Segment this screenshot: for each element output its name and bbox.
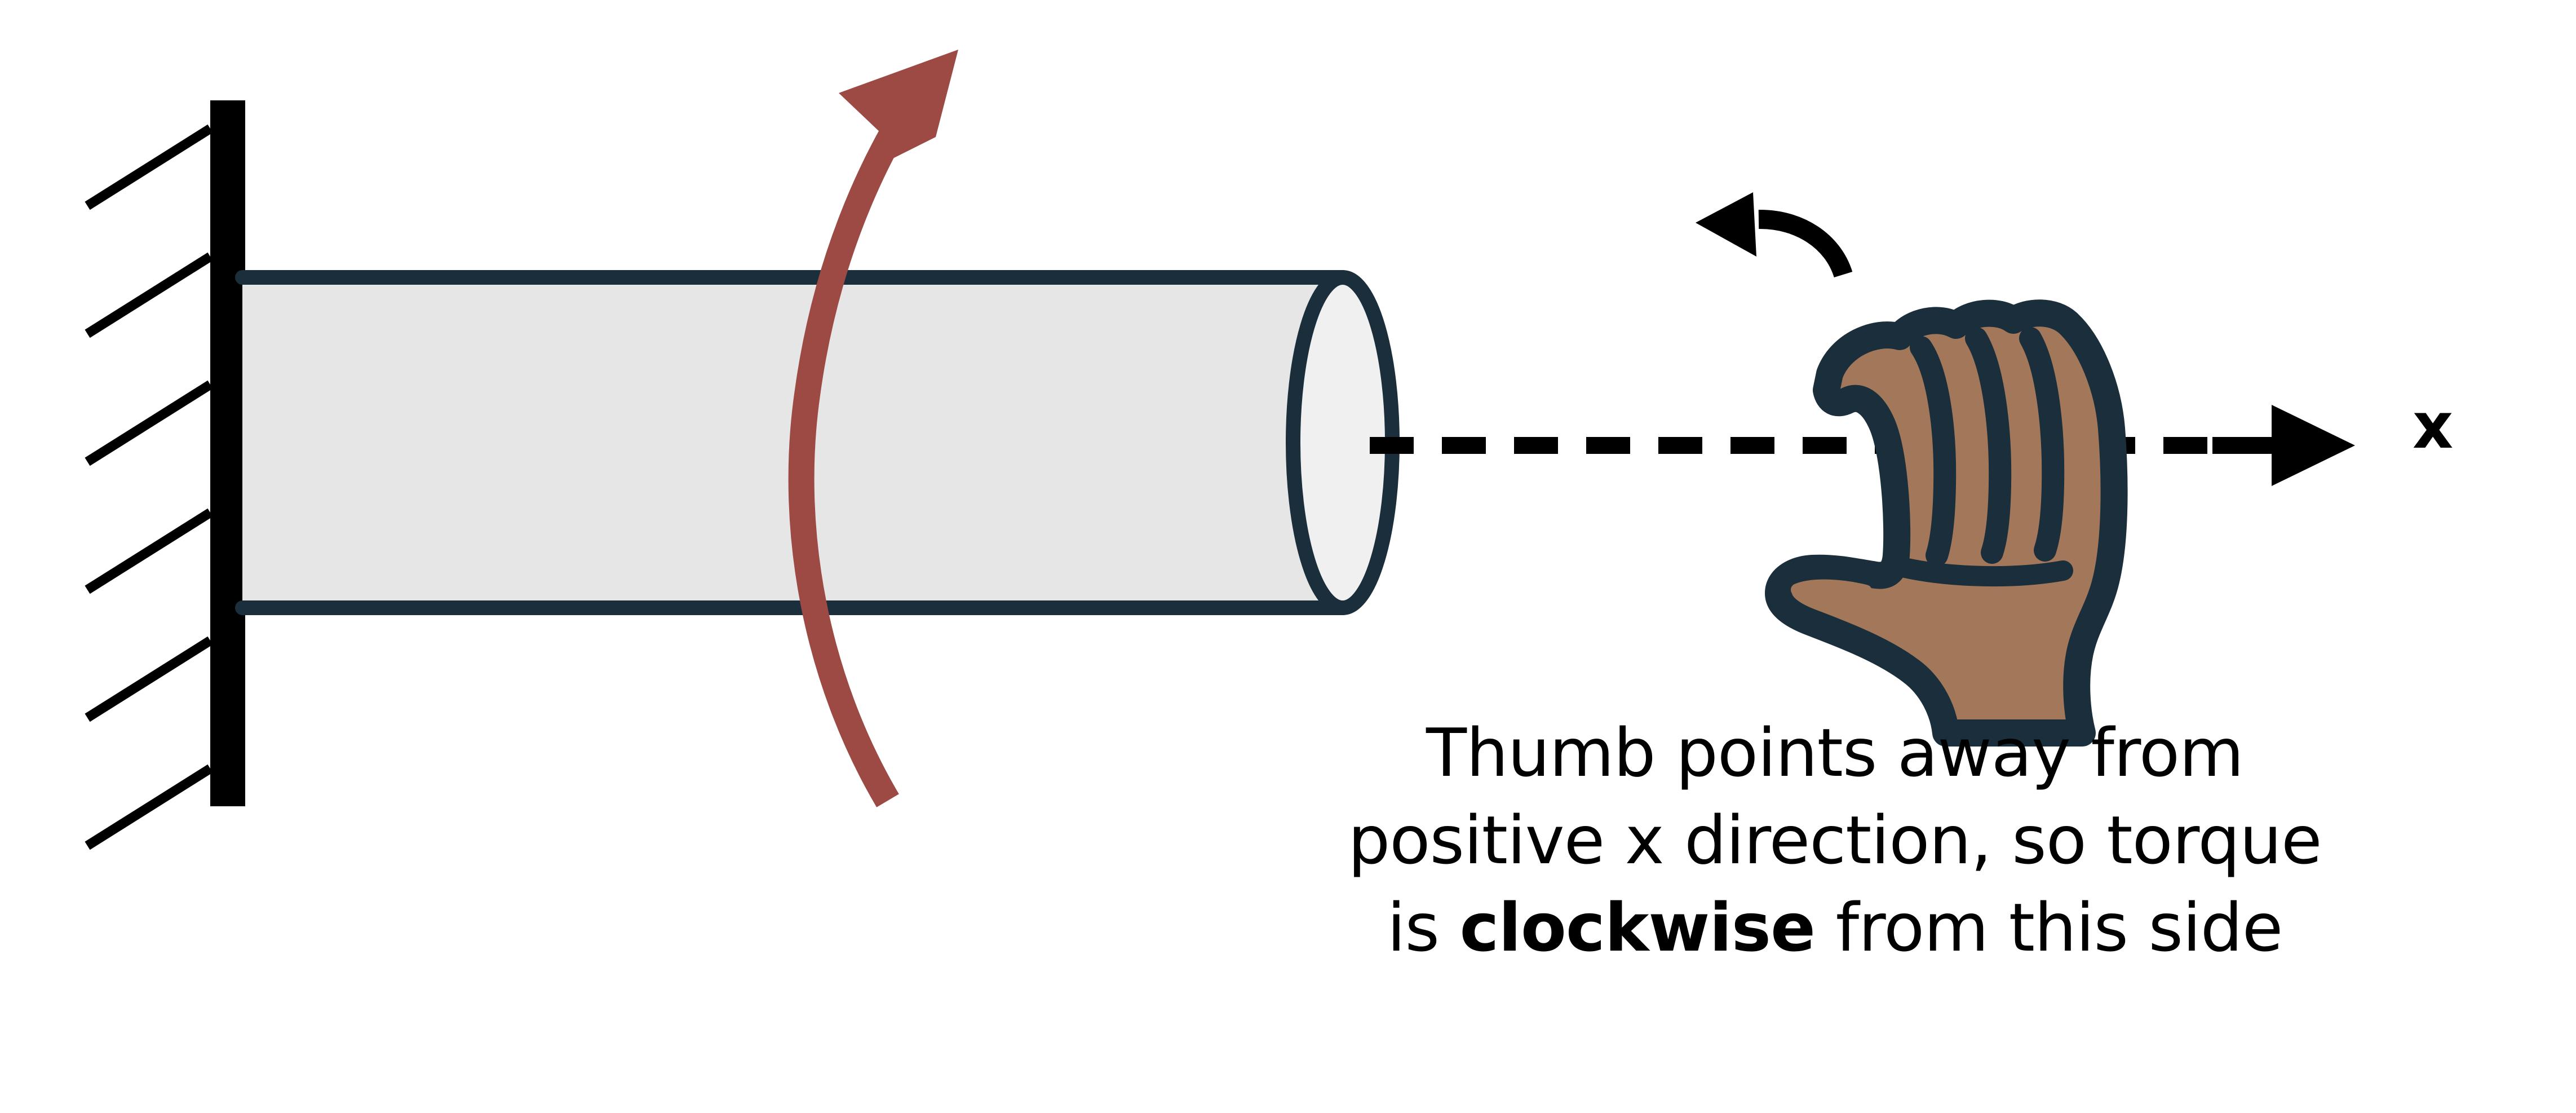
- fixed-support-wall: [210, 100, 245, 806]
- right-hand-rule-hand: [1765, 299, 2128, 747]
- finger-groove-2: [1965, 327, 2012, 564]
- caption-emphasis-clockwise: clockwise: [1459, 889, 1816, 966]
- rotation-indicator-arrow: [1696, 192, 1853, 278]
- shaft-end-cap-fill: [1293, 277, 1392, 608]
- hatch-line: [85, 252, 213, 338]
- x-axis-arrowhead: [2272, 405, 2355, 486]
- hatch-line: [85, 508, 213, 594]
- hatch-line: [85, 124, 213, 210]
- finger-groove-3: [2019, 327, 2065, 562]
- x-axis-arrow-stem: [2212, 437, 2274, 454]
- knuckle-crease: [1884, 555, 2073, 587]
- caption-line-1: Thumb points away from: [1426, 714, 2244, 792]
- x-axis-label: x: [2413, 390, 2454, 463]
- caption-line-3: is clockwise from this side: [1319, 884, 2351, 971]
- torque-arrow-head-fill: [839, 50, 958, 159]
- caption-line-3-prefix: is: [1387, 889, 1460, 966]
- caption-block: Thumb points away from positive x direct…: [1319, 709, 2351, 971]
- caption-line-3-suffix: from this side: [1815, 889, 2283, 966]
- rotation-arrow-curve: [1758, 209, 1853, 278]
- hatch-line: [85, 380, 213, 466]
- rotation-arrowhead: [1696, 192, 1756, 257]
- x-axis-dashed-line: [1370, 405, 2355, 486]
- hatch-line: [85, 764, 213, 850]
- torque-arrow-shaft: [788, 77, 933, 807]
- thumb-inner: [1791, 579, 1872, 597]
- hatch-line: [85, 636, 213, 722]
- finger-groove-1: [1910, 336, 1957, 567]
- wall-hatching-group: [85, 124, 213, 850]
- caption-line-2: positive x direction, so torque: [1348, 801, 2322, 879]
- cylindrical-shaft: [235, 270, 1400, 615]
- torque-curved-arrow: [788, 50, 958, 807]
